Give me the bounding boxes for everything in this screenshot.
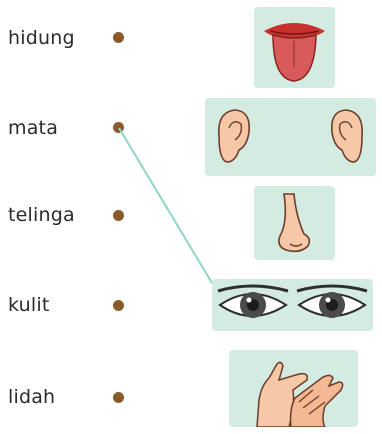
- match-line: [0, 0, 382, 434]
